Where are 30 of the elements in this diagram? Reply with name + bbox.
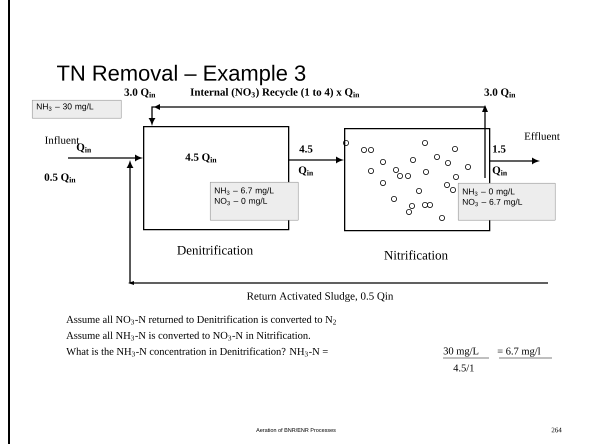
note-text: Assume all NO$_{3}$-N returned to Denitrification is converted to N$_{2}$ [66, 315, 336, 325]
formula-text: 30 mg/L [444, 347, 478, 357]
flow-label: 4.5 Q$_{in}$ [185, 153, 216, 163]
concentration-box: NH$_{3}$ – 30 mg/L [32, 100, 122, 118]
flow-label: 0.5 Q$_{in}$ [44, 173, 76, 183]
note-text: Assume all NH$_{3}$-N is converted to NO$_{3}$-N in Nitrification. [66, 331, 310, 341]
flow-label: 4.5 [299, 145, 312, 153]
edge-label: Internal (NO$_{3}$) Recycle (1 to 4) x Q$_{in}$ [190, 88, 360, 98]
tank-label: Denitrification [177, 245, 253, 255]
flow-label: 1.5 [493, 145, 506, 153]
flow-label: Q$_{in}$ [76, 143, 92, 153]
edge-label: Return Activated Sludge, 0.5 Qin [246, 292, 394, 302]
tank-label: Nitrification [384, 250, 448, 260]
arrow [149, 104, 488, 178]
arrow [489, 158, 538, 164]
note-text: What is the NH$_{3}$-N concentration in Denitrification? NH$_{3}$-N = [66, 347, 328, 357]
flow-label: 3.0 Q$_{in}$ [124, 88, 156, 98]
arrow [127, 162, 548, 285]
arrow [68, 155, 142, 161]
formula-text: = 6.7 mg/l [498, 347, 540, 357]
concentration-box: NH$_{3}$ – 6.7 mg/L NO$_{3}$ – 0 mg/L [210, 182, 298, 220]
arrow [288, 157, 342, 163]
formula-text: 4.5/1 [453, 364, 474, 372]
flow-label: Effluent [524, 132, 560, 140]
flow-label: Q$_{in}$ [298, 166, 314, 176]
flow-label: Q$_{in}$ [492, 166, 508, 176]
flow-label: 3.0 Q$_{in}$ [484, 88, 516, 98]
concentration-box: NH$_{3}$ – 0 mg/L NO$_{3}$ – 6.7 mg/L [458, 183, 556, 220]
flow-label: Influent [45, 136, 80, 144]
title: TN Removal – Example 3 [57, 64, 306, 86]
